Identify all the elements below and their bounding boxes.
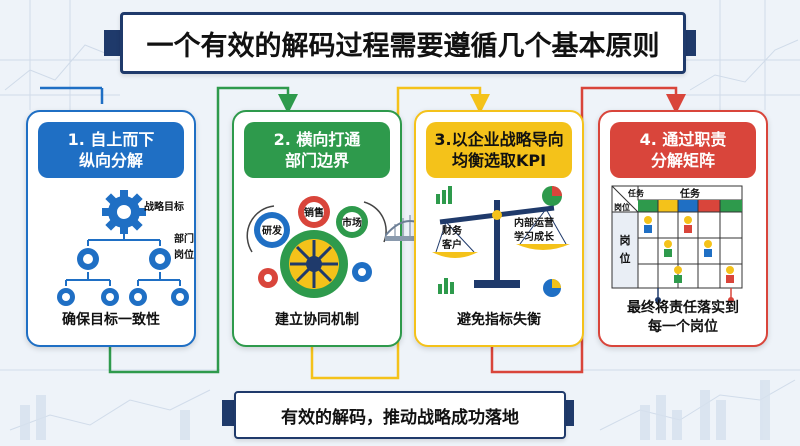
label-post: 岗位 — [174, 248, 194, 261]
pin-icons — [655, 288, 734, 303]
small-red-gear-icon — [258, 268, 278, 288]
matrix-grid — [611, 185, 743, 289]
scale-icon — [432, 200, 570, 288]
card-2-footer: 建立协同机制 — [275, 312, 359, 328]
main-wheel-icon — [280, 230, 348, 298]
card-3-footer: 避免指标失衡 — [457, 312, 541, 328]
label-internal: 内部运营 — [514, 216, 554, 229]
gear-hierarchy-illustration: 战略目标 部门 岗位 — [57, 190, 194, 306]
sales-gear-icon — [298, 196, 330, 228]
principle-card-1: 1. 自上而下 纵向分解 — [26, 110, 196, 347]
principle-card-4: 4. 通过职责 分解矩阵 — [598, 110, 768, 347]
rd-gear-icon — [254, 212, 290, 248]
card-4-header: 4. 通过职责 分解矩阵 — [610, 122, 756, 178]
card-2-header: 2. 横向打通 部门边界 — [244, 122, 390, 178]
pie-chart-icon — [542, 186, 562, 206]
market-gear-icon — [336, 206, 368, 238]
footer-banner: 有效的解码，推动战略成功落地 — [234, 391, 566, 439]
label-post-header-1: 岗 — [620, 233, 631, 247]
interlocking-gears-illustration: 研发 销售 市场 — [246, 196, 387, 298]
label-task-corner: 任务 — [627, 188, 645, 198]
card-4-title-line1: 4. 通过职责 — [639, 130, 727, 149]
small-bar-chart-icon — [438, 278, 454, 294]
card-1-title-line2: 纵向分解 — [78, 151, 143, 170]
label-strategy: 战略目标 — [144, 200, 184, 213]
footer-left-tab — [222, 400, 234, 426]
label-post-corner: 岗位 — [614, 202, 630, 212]
card-2-title-line2: 部门边界 — [284, 151, 349, 170]
card-2-title-line1: 2. 横向打通 — [273, 130, 361, 149]
label-rd: 研发 — [262, 224, 283, 237]
label-market: 市场 — [342, 216, 362, 229]
small-blue-gear-icon — [352, 262, 372, 282]
card-4-footer-line1: 最终将责任落实到 — [627, 300, 739, 316]
card-3-header: 3.以企业战略导向 均衡选取KPI — [426, 122, 572, 178]
card-1-footer: 确保目标一致性 — [62, 312, 160, 328]
principle-card-2: 2. 横向打通 部门边界 研发 销售 市场 建立协同机制 — [232, 110, 402, 347]
small-pie-icon — [543, 279, 561, 297]
bar-chart-icon — [436, 186, 452, 204]
label-learning: 学习成长 — [514, 230, 555, 243]
card-1-title-line1: 1. 自上而下 — [67, 130, 155, 149]
person-icons — [644, 216, 734, 283]
card-4-footer: 最终将责任落实到 每一个岗位 — [600, 299, 766, 337]
label-post-header-2: 位 — [620, 251, 631, 265]
strategy-gear-icon — [102, 190, 146, 234]
card-1-header: 1. 自上而下 纵向分解 — [38, 122, 184, 178]
post-gear-icons — [57, 288, 189, 306]
arrow-card1-to-card2 — [108, 86, 298, 374]
label-customer: 客户 — [441, 238, 462, 251]
label-sales: 销售 — [304, 206, 324, 219]
principle-card-3: 3.以企业战略导向 均衡选取KPI 财务 — [414, 110, 584, 347]
responsibility-matrix-illustration: 任务 岗位 任务 岗 位 — [611, 185, 743, 303]
card-3-title-line2: 均衡选取KPI — [451, 151, 547, 170]
page-title: 一个有效的解码过程需要遵循几个基本原则 — [120, 12, 686, 74]
card-4-footer-line2: 每一个岗位 — [648, 319, 718, 335]
label-task-header: 任务 — [679, 187, 701, 200]
balance-scale-illustration: 财务 客户 内部运营 学习成长 — [432, 186, 570, 297]
label-finance: 财务 — [441, 224, 463, 237]
label-dept: 部门 — [174, 232, 194, 245]
card-3-title-line1: 3.以企业战略导向 — [434, 130, 564, 149]
card-4-title-line2: 分解矩阵 — [650, 151, 715, 170]
title-left-tab — [104, 30, 124, 56]
